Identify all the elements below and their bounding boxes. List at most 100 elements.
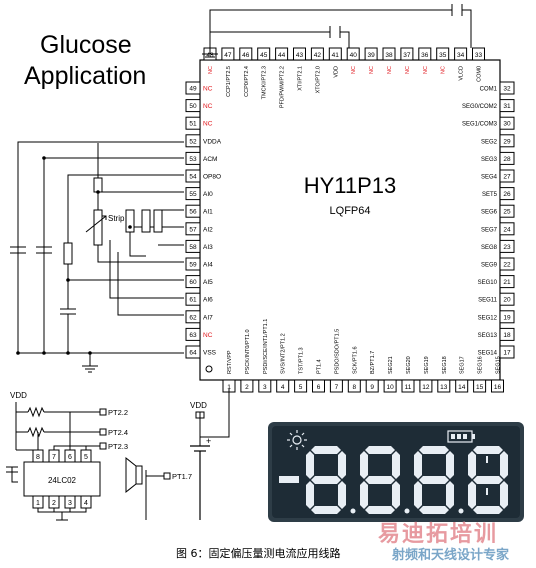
ground-symbol-top bbox=[202, 53, 218, 61]
right-pin-number: 24 bbox=[503, 226, 511, 233]
top-pin-signal: CCP0/PT2.4 bbox=[244, 66, 250, 97]
right-pin-number: 22 bbox=[503, 262, 511, 269]
top-pin-signal: NC bbox=[369, 66, 375, 74]
lcd-segment bbox=[360, 451, 368, 479]
top-pin-number: 46 bbox=[242, 52, 250, 59]
bottom-pin-row: 1RST/VPP2PSCK/INT0/PT1.03PSDI/SCE/INT1/P… bbox=[222, 319, 504, 393]
bottom-pin-signal: SEG21 bbox=[388, 356, 394, 374]
lcd-segment bbox=[365, 506, 395, 514]
left-pin-signal: VSS bbox=[203, 350, 217, 357]
lcd-segment bbox=[500, 481, 508, 509]
port-label: PT2.3 bbox=[108, 442, 128, 451]
eeprom-pin-number: 1 bbox=[36, 500, 40, 507]
bottom-pin-signal: SEG19 bbox=[424, 356, 430, 374]
lcd-segment bbox=[338, 481, 346, 509]
top-pin-signal: NC bbox=[387, 66, 393, 74]
left-pin-signal: AI4 bbox=[203, 262, 213, 269]
left-pin-signal: AI0 bbox=[203, 191, 213, 198]
right-pin-number: 31 bbox=[503, 103, 511, 110]
left-pin-signal: AI2 bbox=[203, 226, 213, 233]
buzzer-symbol bbox=[125, 456, 143, 494]
eeprom-body bbox=[23, 461, 101, 497]
eeprom-pin-number: 4 bbox=[84, 500, 88, 507]
battery-plus-label: + bbox=[206, 436, 211, 446]
left-pin-number: 50 bbox=[189, 103, 197, 110]
lcd-segment bbox=[365, 446, 395, 454]
vdd-label-battery: VDD bbox=[190, 401, 207, 410]
top-pin-signal: XTO/PT2.0 bbox=[315, 66, 321, 93]
bottom-pin-number: 15 bbox=[476, 384, 484, 391]
bottom-pin-number: 5 bbox=[299, 384, 303, 391]
right-pin-number: 18 bbox=[503, 332, 511, 339]
right-pin-row: 32COM131SEG0/COM230SEG1/COM329SEG228SEG3… bbox=[462, 81, 515, 359]
eeprom-pin-number: 8 bbox=[36, 454, 40, 461]
bottom-pin-number: 8 bbox=[352, 384, 356, 391]
bottom-pin-signal: SEG18 bbox=[442, 356, 448, 374]
bottom-pin-signal: PSCK/INT0/PT1.0 bbox=[245, 329, 251, 374]
title-line-1: Glucose bbox=[40, 31, 132, 59]
left-pin-number: 58 bbox=[189, 244, 197, 251]
top-pin-signal: VDD bbox=[333, 66, 339, 78]
lcd-segment bbox=[419, 446, 449, 454]
top-pin-number: 35 bbox=[439, 52, 447, 59]
right-pin-number: 21 bbox=[503, 279, 511, 286]
lcd-segment bbox=[473, 476, 503, 484]
eeprom-pin-number: 3 bbox=[68, 500, 72, 507]
right-pin-signal: SEG6 bbox=[481, 210, 498, 216]
left-pin-number: 53 bbox=[189, 156, 197, 163]
left-pin-signal: AI7 bbox=[203, 314, 213, 321]
bottom-pin-signal: TST/PT1.3 bbox=[299, 347, 305, 374]
left-pin: 58 AI3 bbox=[185, 239, 213, 253]
bottom-pin-signal: SEG16 bbox=[478, 356, 484, 374]
lcd-segment bbox=[468, 451, 476, 479]
lcd-digit bbox=[414, 446, 464, 514]
left-pin-signal: AI3 bbox=[203, 244, 213, 251]
lcd-segment bbox=[306, 451, 314, 479]
left-pin-number: 51 bbox=[189, 121, 197, 128]
lcd-digit-row bbox=[306, 446, 508, 514]
bottom-pin: 15 SEG16 bbox=[473, 356, 487, 393]
lcd-segment bbox=[414, 481, 422, 509]
left-pin-number: 64 bbox=[189, 350, 197, 357]
eeprom-pin-number: 5 bbox=[84, 454, 88, 461]
top-pin-signal: PFD/PWM/PT2.2 bbox=[280, 66, 286, 108]
lcd-segment bbox=[360, 481, 368, 509]
lcd-digit bbox=[360, 446, 410, 514]
lcd-segment bbox=[500, 451, 508, 479]
port-connector bbox=[99, 442, 107, 450]
top-pin-number: 39 bbox=[367, 52, 375, 59]
top-pin-number: 41 bbox=[332, 52, 340, 59]
bottom-pin-number: 7 bbox=[335, 384, 339, 391]
left-pin-signal: OP8O bbox=[203, 174, 221, 181]
left-pin-signal: AI5 bbox=[203, 279, 213, 286]
lcd-segment bbox=[392, 481, 400, 509]
lcd-segment bbox=[338, 451, 346, 479]
top-pin-number: 37 bbox=[403, 52, 411, 59]
left-pin-number: 59 bbox=[189, 262, 197, 269]
